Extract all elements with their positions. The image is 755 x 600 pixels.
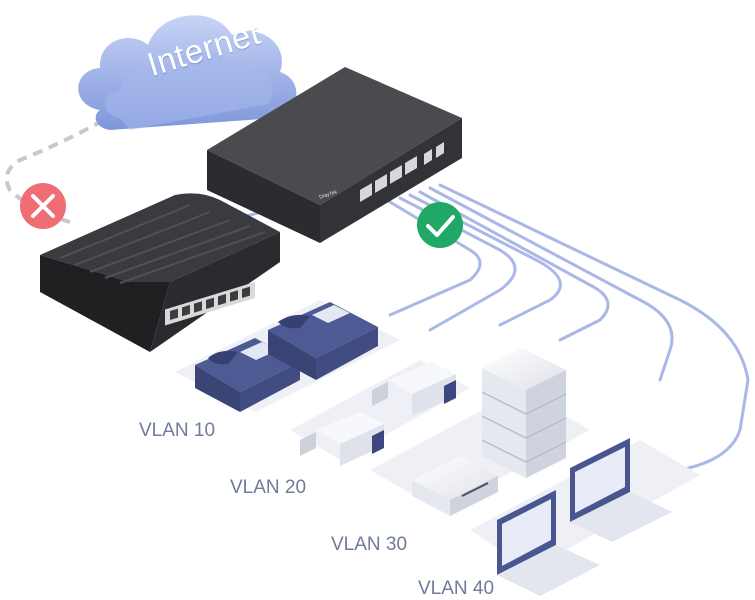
vlan-40-label: VLAN 40 [418, 578, 495, 599]
vlan-20-label: VLAN 20 [230, 477, 307, 498]
server-tower [481, 348, 567, 478]
vlan-cables [236, 183, 750, 472]
vlan-10-label: VLAN 10 [139, 420, 216, 441]
ip-phone [268, 302, 378, 380]
check-icon [417, 202, 463, 248]
allowed-badge [417, 202, 463, 248]
laptop [497, 490, 600, 596]
blocked-badge [20, 183, 66, 229]
security-camera [372, 362, 456, 416]
legacy-router [40, 193, 280, 352]
nas-box [412, 456, 498, 516]
laptop [570, 438, 672, 542]
network-switch [207, 67, 462, 243]
internet-cloud [78, 15, 297, 130]
vlan-30-label: VLAN 30 [331, 534, 408, 555]
security-camera [300, 412, 384, 466]
